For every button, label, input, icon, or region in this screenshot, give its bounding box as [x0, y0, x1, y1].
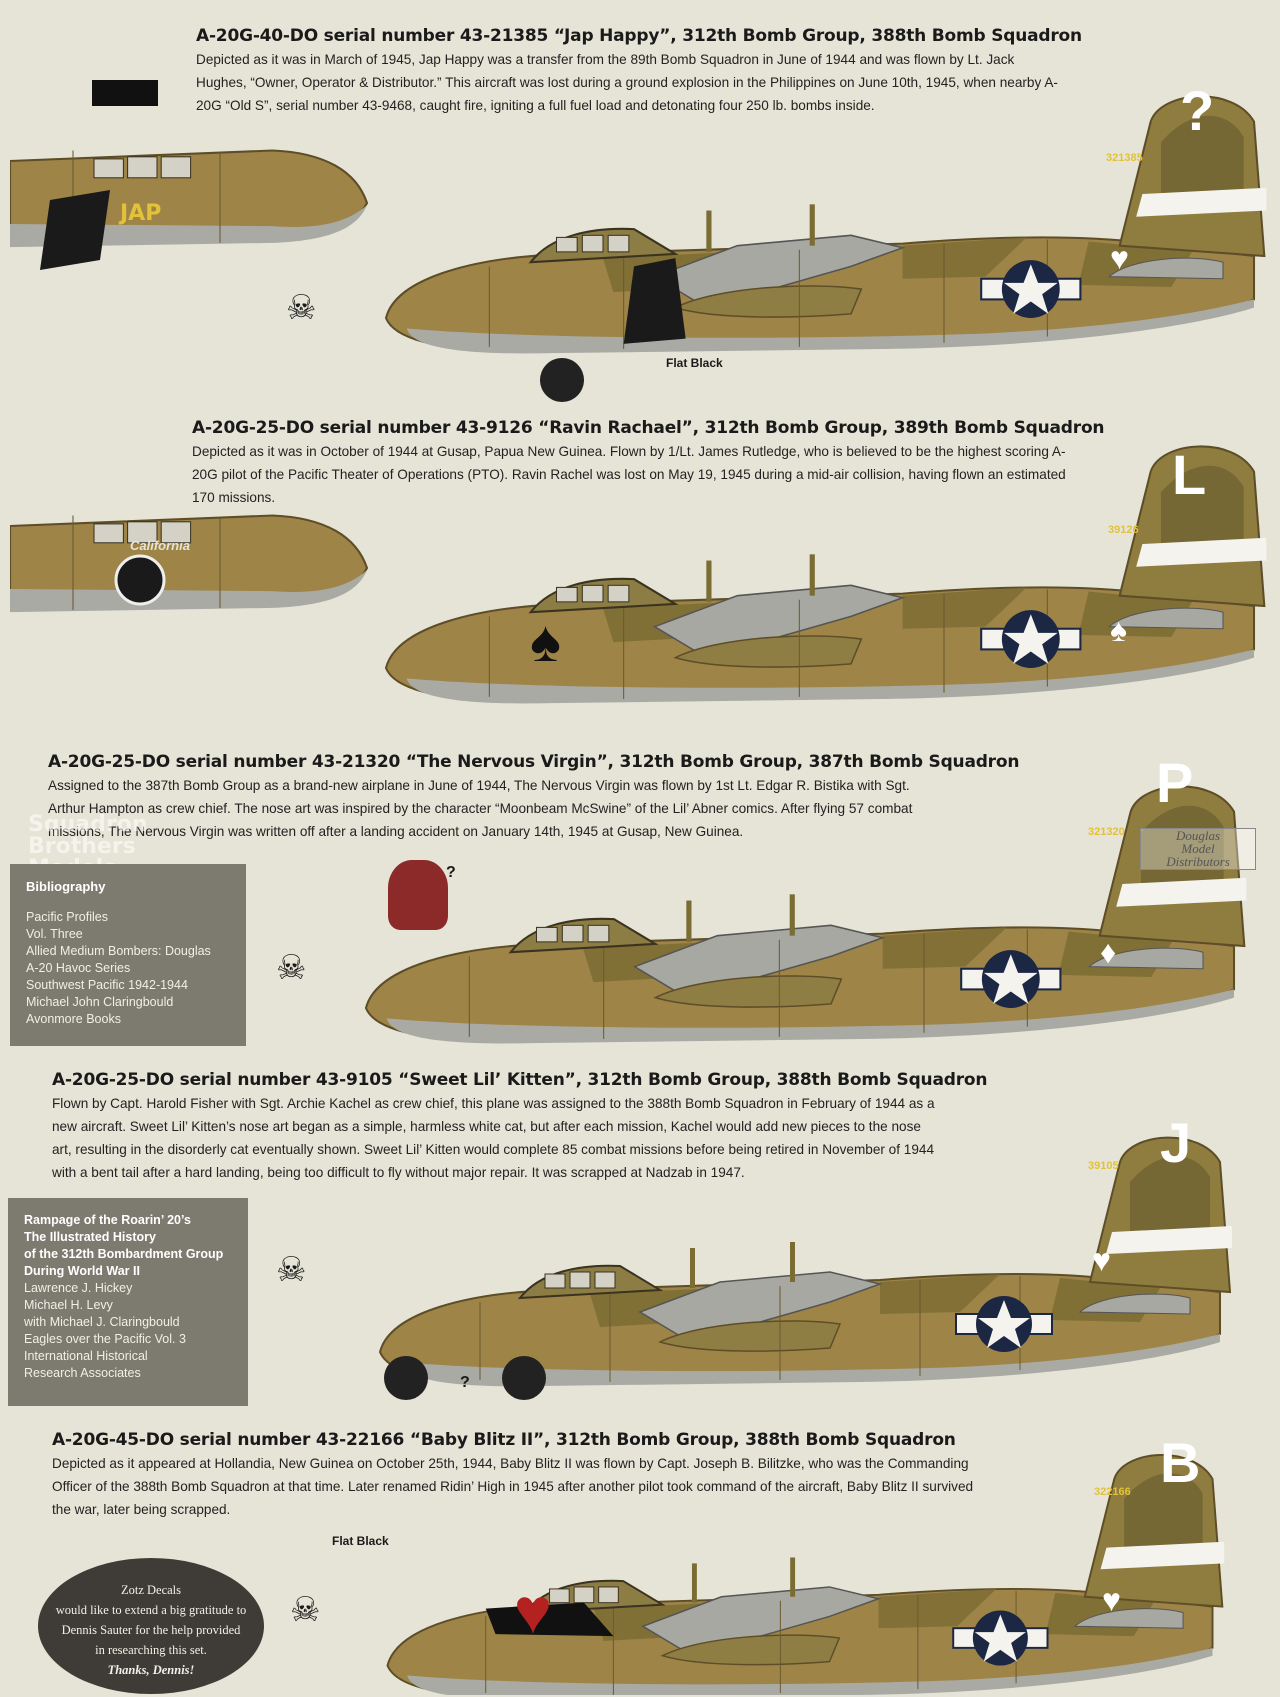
- skull-icon: ☠: [286, 289, 317, 327]
- thanks-line: Zotz Decals: [120, 1583, 182, 1597]
- aircraft-profile: [384, 445, 1268, 705]
- tail-letter: B: [1160, 1431, 1201, 1494]
- distributor-line-2: Model: [1181, 841, 1215, 856]
- fuselage-symbol: ♥: [1110, 240, 1129, 276]
- reference-line: Lawrence J. Hickey: [24, 1281, 133, 1295]
- section-title: A-20G-25-DO serial number 43-9105 “Sweet…: [52, 1070, 988, 1090]
- question-mark: ?: [460, 1374, 470, 1391]
- watermark-line-2: Brothers: [28, 834, 136, 859]
- reference-title: of the 312th Bombardment Group: [24, 1247, 224, 1261]
- thanks-line: would like to extend a big gratitude to: [55, 1603, 247, 1617]
- aircraft-profile: [386, 1453, 1226, 1695]
- bibliography-line: Pacific Profiles: [26, 910, 108, 924]
- profile-section-4: A-20G-25-DO serial number 43-9105 “Sweet…: [0, 1050, 1280, 1400]
- flat-black-callout: Flat Black: [666, 356, 723, 370]
- tail-letter: ?: [1180, 79, 1215, 142]
- reference-title: During World War II: [24, 1264, 140, 1278]
- wheel-icon: [540, 358, 584, 402]
- tail-serial: 321320: [1088, 826, 1125, 838]
- aircraft-profile: [384, 95, 1268, 355]
- wheel-icon: [384, 1356, 428, 1400]
- bibliography-line: A-20 Havoc Series: [26, 961, 131, 975]
- section-description: Flown by Capt. Harold Fisher with Sgt. A…: [52, 1096, 935, 1180]
- reference-box: Rampage of the Roarin’ 20’s The Illustra…: [8, 1198, 248, 1406]
- section-description: Depicted as it was in March of 1945, Jap…: [196, 52, 1058, 113]
- nose-art-name: California: [130, 538, 190, 553]
- aircraft-profile: [364, 785, 1248, 1045]
- profile-section-5: A-20G-45-DO serial number 43-22166 “Baby…: [0, 1410, 1280, 1697]
- reference-line: Research Associates: [24, 1366, 141, 1380]
- reference-line: International Historical: [24, 1349, 148, 1363]
- profile-section-2: A-20G-25-DO serial number 43-9126 “Ravin…: [0, 400, 1280, 730]
- reference-title: The Illustrated History: [24, 1230, 156, 1244]
- fuselage-symbol: ♦: [1100, 934, 1117, 970]
- heart-nose-art: ♥: [514, 1575, 552, 1647]
- wheel-icon: [502, 1356, 546, 1400]
- tail-serial: 321385: [1106, 152, 1143, 164]
- fuselage-symbol: ♠: [1110, 612, 1127, 648]
- skull-icon: ☠: [276, 1251, 307, 1289]
- distributor-logo: Douglas Model Distributors: [1140, 828, 1256, 870]
- question-mark: ?: [446, 864, 456, 881]
- nose-art-figure: [388, 860, 448, 930]
- fuselage-symbol: ♥: [1102, 1582, 1121, 1618]
- tail-letter: L: [1172, 443, 1207, 506]
- svg-text:JAP: JAP: [118, 201, 161, 226]
- fuselage-symbol: ♥: [1092, 1242, 1111, 1278]
- thanks-line: Dennis Sauter for the help provided: [61, 1623, 241, 1637]
- nose-detail-view: JAP: [10, 149, 369, 270]
- section-description: Depicted as it appeared at Hollandia, Ne…: [52, 1456, 974, 1517]
- bibliography-line: Southwest Pacific 1942-1944: [26, 978, 188, 992]
- distributor-line-1: Douglas: [1175, 828, 1221, 843]
- thanks-closing: Thanks, Dennis!: [107, 1663, 195, 1677]
- bibliography-box: Bibliography Pacific Profiles Vol. Three…: [10, 864, 246, 1046]
- reference-line: Michael H. Levy: [24, 1298, 113, 1312]
- profile-section-3: A-20G-25-DO serial number 43-21320 “The …: [0, 730, 1280, 1050]
- reference-line: with Michael J. Claringbould: [24, 1315, 180, 1329]
- section-title: A-20G-25-DO serial number 43-21320 “The …: [48, 752, 1020, 772]
- aircraft-profile: [379, 1136, 1233, 1388]
- bibliography-line: Michael John Claringbould: [26, 995, 174, 1009]
- thanks-oval: Zotz Decals would like to extend a big g…: [38, 1558, 264, 1694]
- section-description: Assigned to the 387th Bomb Group as a br…: [48, 778, 913, 839]
- nose-detail-view: [10, 514, 369, 614]
- tail-letter: J: [1160, 1111, 1192, 1174]
- section-title: A-20G-45-DO serial number 43-22166 “Baby…: [52, 1430, 956, 1450]
- section-description: Depicted as it was in October of 1944 at…: [192, 444, 1066, 505]
- reference-title: Rampage of the Roarin’ 20’s: [24, 1213, 191, 1227]
- thanks-line: in researching this set.: [95, 1643, 207, 1657]
- bibliography-heading: Bibliography: [26, 879, 106, 894]
- bibliography-line: Vol. Three: [26, 927, 83, 941]
- profile-section-1: A-20G-40-DO serial number 43-21385 “Jap …: [0, 0, 1280, 402]
- distributor-line-3: Distributors: [1166, 854, 1230, 869]
- watermark-line-1: Squadron: [28, 812, 148, 837]
- name-placard: [92, 80, 158, 106]
- spade-nose-art: ♠: [530, 609, 561, 674]
- section-title: A-20G-40-DO serial number 43-21385 “Jap …: [196, 26, 1082, 46]
- flat-black-callout: Flat Black: [332, 1534, 389, 1548]
- tail-serial: 322166: [1094, 1486, 1131, 1498]
- bibliography-line: Allied Medium Bombers: Douglas: [26, 944, 211, 958]
- section-title: A-20G-25-DO serial number 43-9126 “Ravin…: [192, 418, 1105, 438]
- tail-serial: 39126: [1108, 524, 1139, 536]
- tail-letter: P: [1156, 751, 1194, 814]
- skull-icon: ☠: [276, 949, 307, 987]
- tail-serial: 39105: [1088, 1160, 1119, 1172]
- skull-icon: ☠: [290, 1591, 321, 1629]
- reference-line: Eagles over the Pacific Vol. 3: [24, 1332, 186, 1346]
- bibliography-line: Avonmore Books: [26, 1012, 121, 1026]
